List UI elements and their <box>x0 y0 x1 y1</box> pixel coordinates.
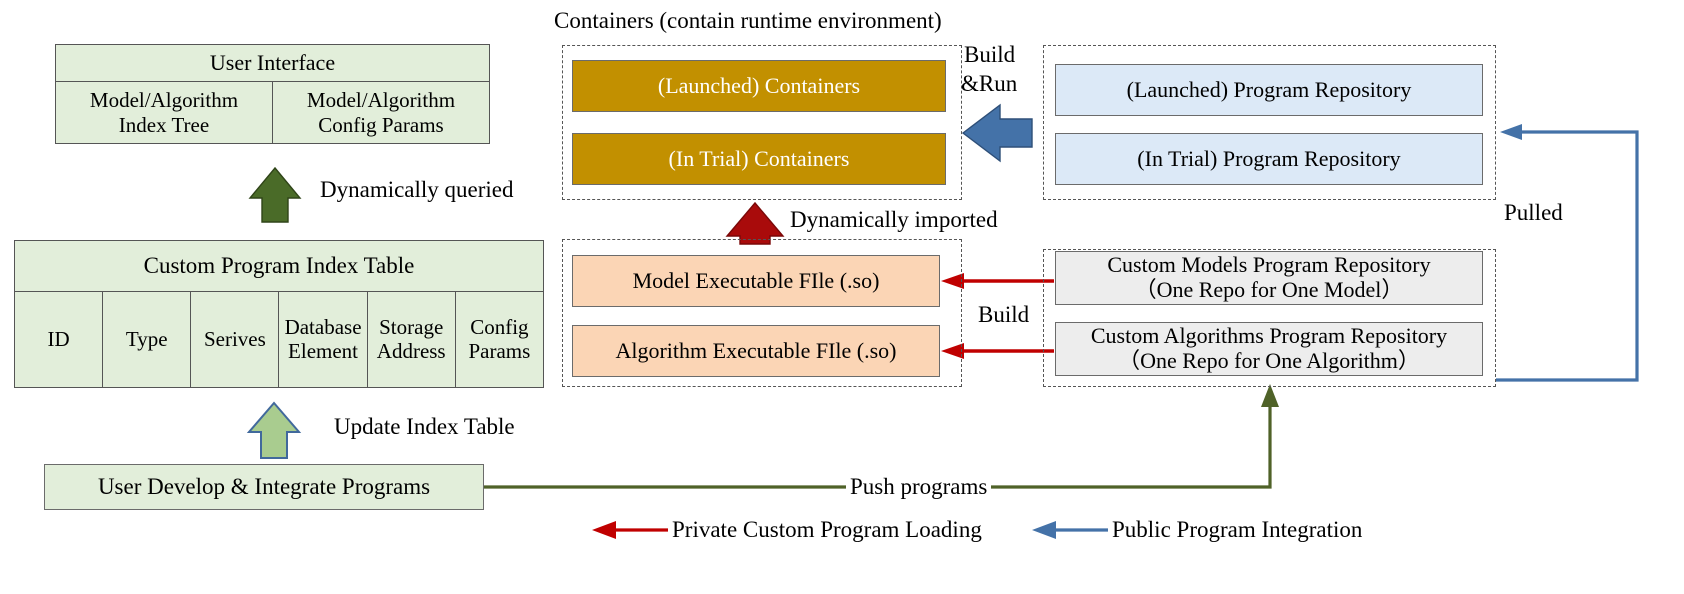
executables-group <box>562 239 962 387</box>
custom-algorithms-repo-line2: （One Repo for One Algorithm） <box>1118 348 1420 373</box>
index-table-col-id[interactable]: ID <box>13 291 104 388</box>
custom-models-repo-line2: （One Repo for One Model） <box>1134 277 1404 302</box>
containers-group <box>562 45 962 200</box>
legend-label-private: Private Custom Program Loading <box>672 517 982 542</box>
dynamically-queried-arrow <box>248 166 302 223</box>
pulled-arrow <box>1496 124 1639 382</box>
build-run-label-line1: Build <box>964 42 1016 67</box>
dynamically-imported-label: Dynamically imported <box>790 207 998 232</box>
legend-label-public: Public Program Integration <box>1112 517 1363 542</box>
custom-models-repo-line1: Custom Models Program Repository <box>1107 252 1431 278</box>
custom-models-repository-box[interactable]: Custom Models Program Repository （One Re… <box>1055 251 1483 305</box>
in-trial-containers-box[interactable]: (In Trial) Containers <box>572 133 946 185</box>
custom-program-index-table: Custom Program Index Table ID Type Seriv… <box>13 240 545 388</box>
build-label: Build <box>978 302 1030 327</box>
push-programs-label: Push programs <box>846 474 992 500</box>
user-interface-panel: User Interface Model/Algorithm Index Tre… <box>55 44 490 144</box>
update-index-table-arrow <box>246 401 302 459</box>
legend-arrow-public <box>1032 521 1108 539</box>
private-loading-arrow-model <box>941 273 1054 289</box>
pulled-label: Pulled <box>1504 200 1563 225</box>
program-repository-group <box>1043 45 1496 200</box>
private-loading-arrow-algorithm <box>941 343 1054 359</box>
custom-repository-group <box>1043 249 1496 387</box>
dynamically-imported-arrow <box>725 201 785 245</box>
launched-containers-box[interactable]: (Launched) Containers <box>572 60 946 112</box>
ui-index-tree-cell[interactable]: Model/Algorithm Index Tree <box>55 81 273 144</box>
containers-title: Containers (contain runtime environment) <box>554 8 942 33</box>
build-and-run-arrow <box>961 103 1033 163</box>
launched-program-repository-box[interactable]: (Launched) Program Repository <box>1055 64 1483 116</box>
user-develop-integrate-box[interactable]: User Develop & Integrate Programs <box>44 464 484 510</box>
build-run-label-line2: &Run <box>961 71 1018 96</box>
index-table-col-database-element[interactable]: Database Element <box>278 291 368 388</box>
in-trial-program-repository-box[interactable]: (In Trial) Program Repository <box>1055 133 1483 185</box>
algorithm-executable-box[interactable]: Algorithm Executable FIle (.so) <box>572 325 940 377</box>
index-table-header: Custom Program Index Table <box>14 240 544 292</box>
index-table-col-storage-address[interactable]: Storage Address <box>366 291 456 388</box>
model-executable-box[interactable]: Model Executable FIle (.so) <box>572 255 940 307</box>
update-index-table-label: Update Index Table <box>334 414 515 439</box>
index-table-col-serives[interactable]: Serives <box>190 291 280 388</box>
custom-algorithms-repository-box[interactable]: Custom Algorithms Program Repository （On… <box>1055 322 1483 376</box>
ui-config-params-cell[interactable]: Model/Algorithm Config Params <box>272 81 490 144</box>
push-programs-arrow <box>484 384 1279 489</box>
index-table-col-type[interactable]: Type <box>102 291 192 388</box>
user-interface-header: User Interface <box>55 44 490 82</box>
custom-algorithms-repo-line1: Custom Algorithms Program Repository <box>1090 323 1448 349</box>
index-table-col-config-params[interactable]: Config Params <box>454 291 545 388</box>
legend-arrow-private <box>592 521 668 539</box>
dynamically-queried-label: Dynamically queried <box>320 177 514 202</box>
